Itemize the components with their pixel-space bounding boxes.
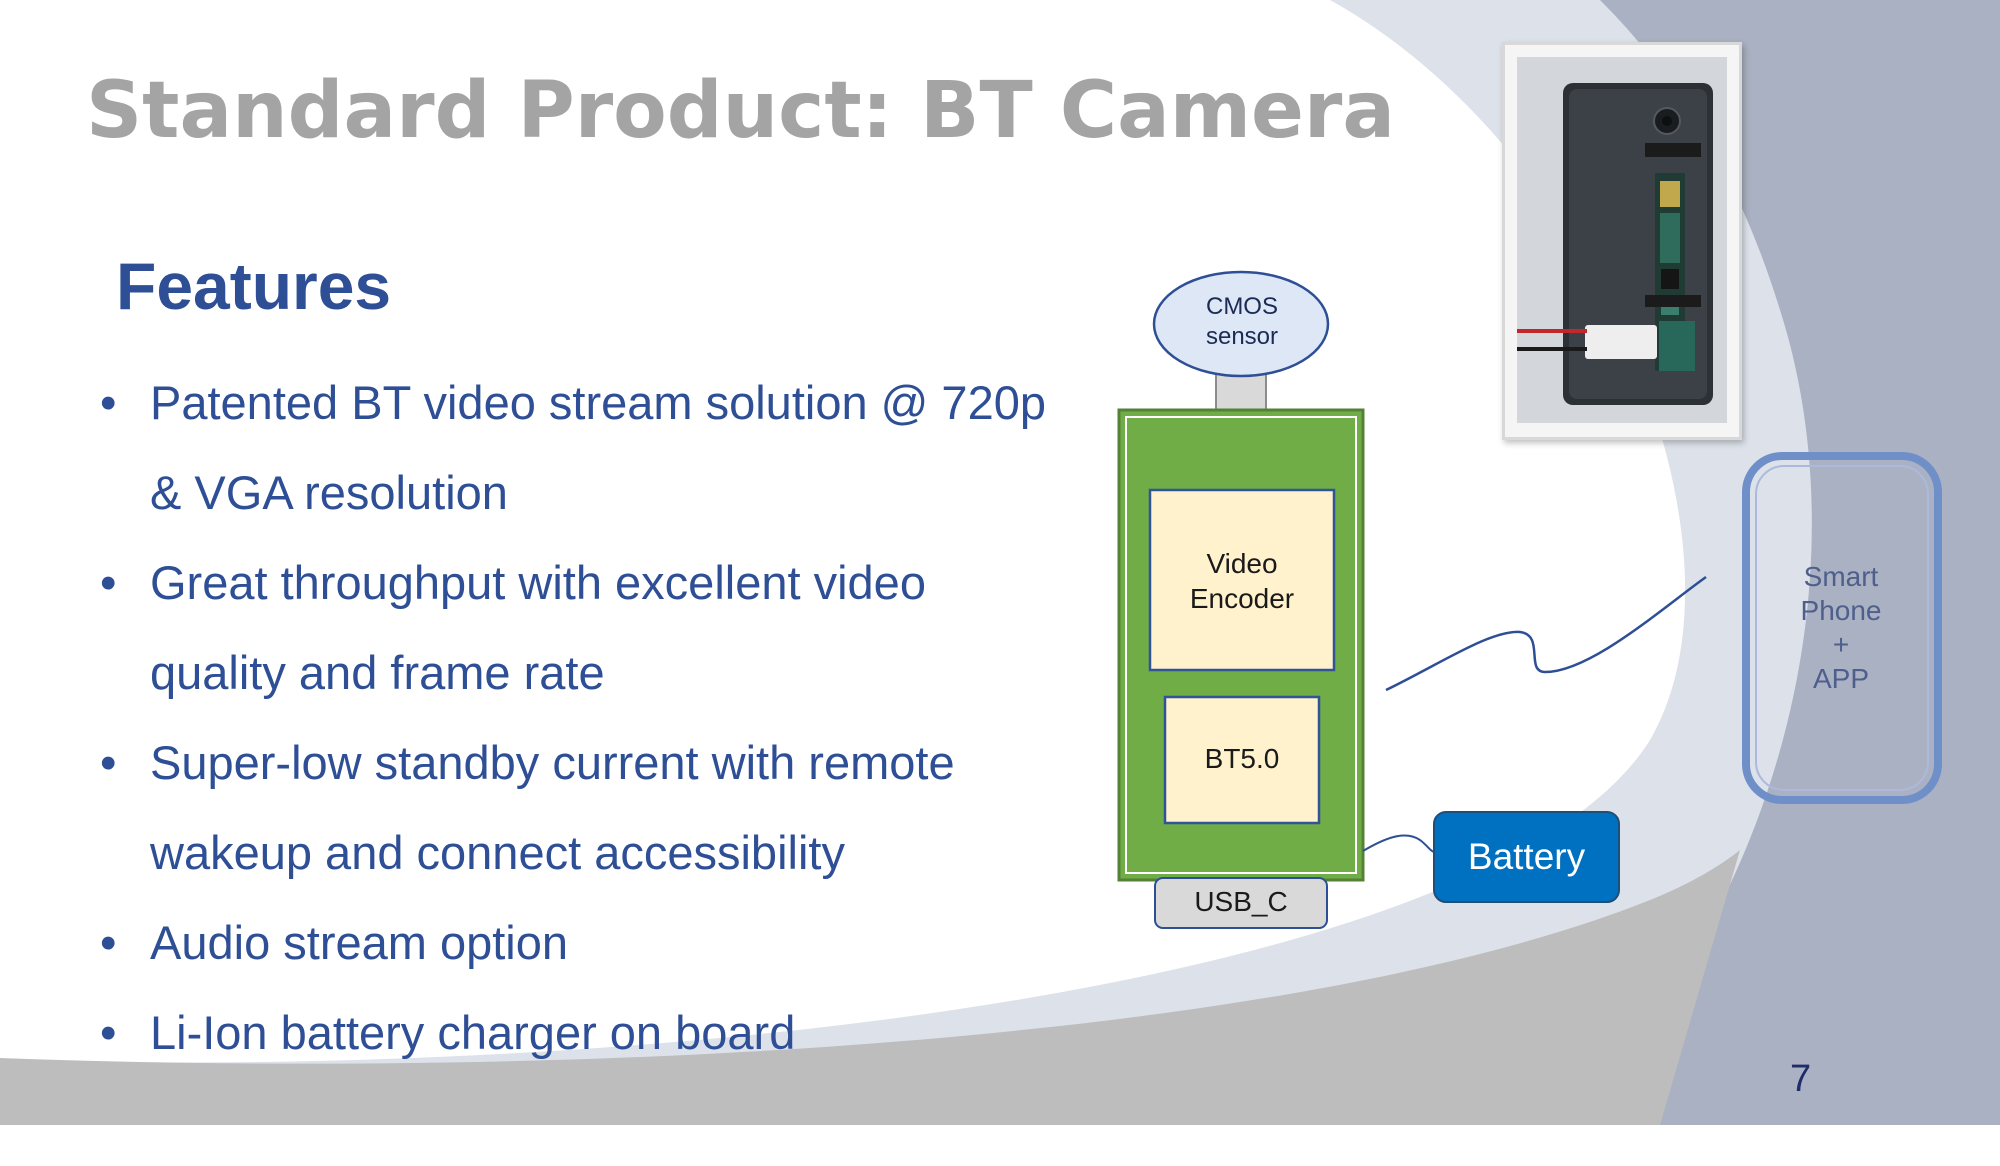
feature-text-2: Great throughput with excellent video qu… (150, 556, 926, 699)
battery-block (1433, 811, 1620, 903)
bullet-dot: • (100, 556, 117, 609)
page-number: 7 (1790, 1058, 1812, 1100)
feature-bullet-3: • Super-low standby current with remote w… (100, 718, 1060, 898)
smart-phone-label: Smart Phone + APP (1800, 561, 1882, 694)
feature-bullet-1: • Patented BT video stream solution @ 720… (100, 358, 1060, 538)
cmos-sensor-label: CMOS sensor (1205, 293, 1279, 350)
product-photo-image (1517, 57, 1727, 423)
bt-chip (1163, 695, 1321, 825)
feature-text-1: Patented BT video stream solution @ 720p… (150, 376, 1046, 519)
smart-phone-screen (1755, 465, 1929, 791)
sensor-mount (1215, 371, 1267, 413)
features-list: • Patented BT video stream solution @ 720… (100, 358, 1060, 1078)
features-heading: Features (116, 249, 392, 323)
slide-title: Standard Product: BT Camera (86, 66, 1395, 156)
circuit-board-inner-border (1125, 416, 1357, 874)
feature-bullet-5: • Li-Ion battery charger on board (100, 988, 1060, 1078)
battery-label: Battery (1467, 836, 1586, 877)
feature-bullet-4: • Audio stream option (100, 898, 1060, 988)
battery-wire (1362, 834, 1435, 853)
smart-phone-outline (1742, 452, 1942, 804)
bt-module-label: BT5.0 (1204, 743, 1280, 774)
video-encoder-chip (1148, 488, 1336, 672)
feature-text-4: Audio stream option (150, 916, 569, 969)
video-encoder-label: Video Encoder (1189, 548, 1295, 614)
bullet-dot: • (100, 1006, 117, 1059)
feature-bullet-2: • Great throughput with excellent video q… (100, 538, 1060, 718)
usb-c-label: USB_C (1194, 886, 1288, 917)
product-photo (1502, 42, 1742, 440)
feature-text-3: Super-low standby current with remote wa… (150, 736, 955, 879)
bullet-dot: • (100, 736, 117, 789)
feature-text-5: Li-Ion battery charger on board (150, 1006, 796, 1059)
usb-c-connector (1154, 877, 1328, 929)
wireless-link (1385, 575, 1707, 692)
bullet-dot: • (100, 916, 117, 969)
bullet-dot: • (100, 376, 117, 429)
cmos-sensor-shape (1152, 270, 1330, 378)
